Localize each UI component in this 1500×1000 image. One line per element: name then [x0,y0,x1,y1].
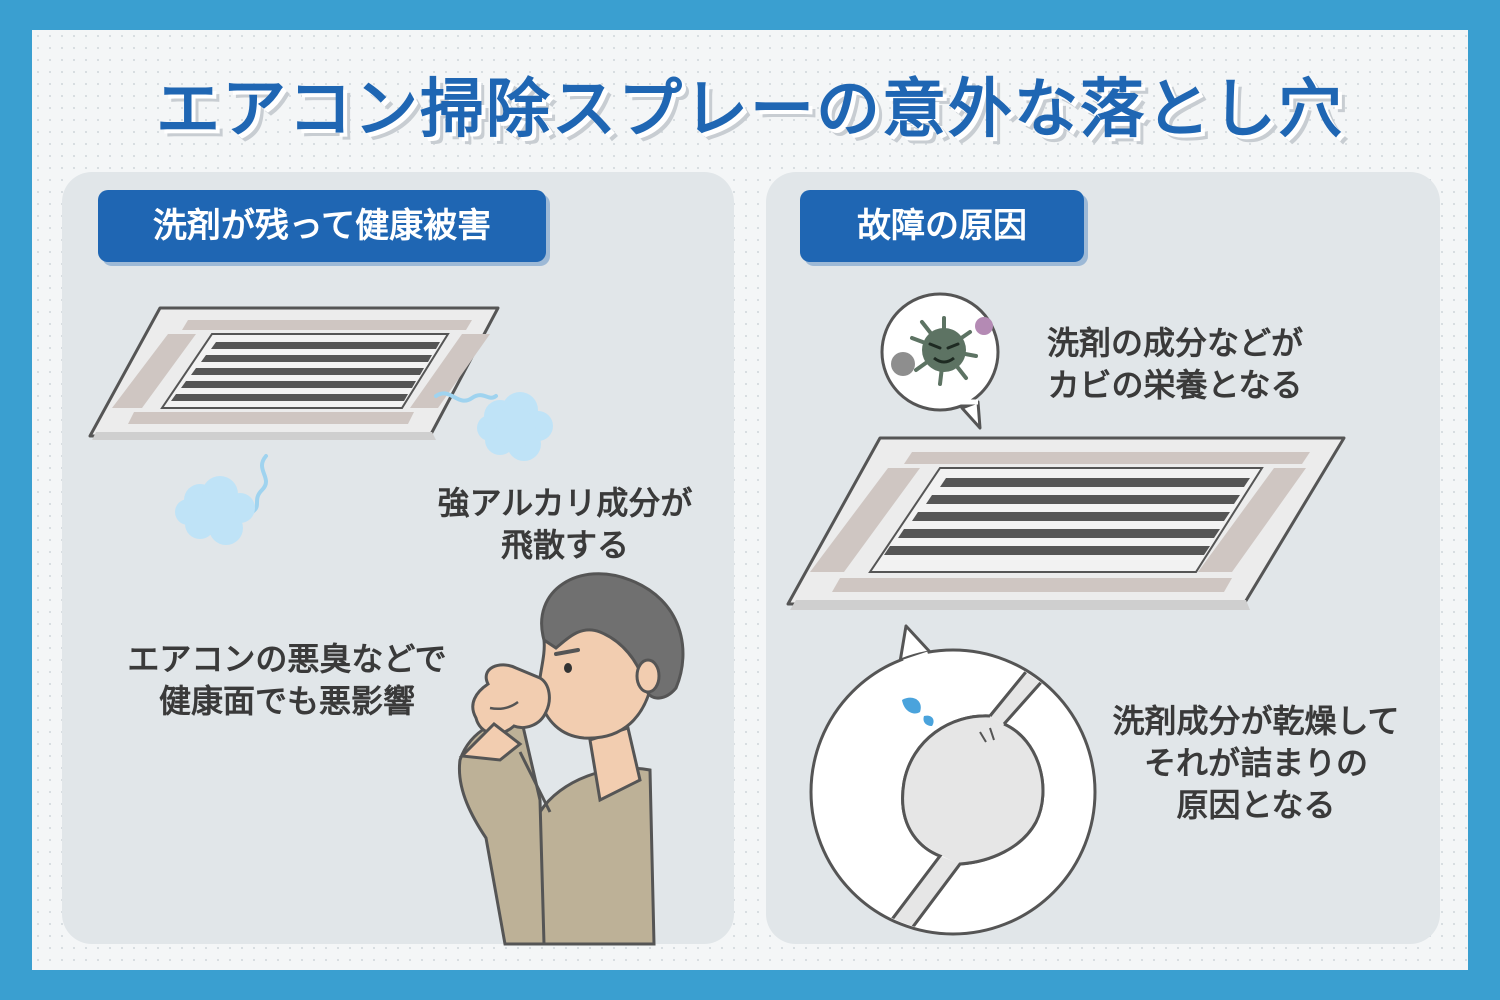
clog-note-line-1: 洗剤成分が乾燥して [1112,702,1400,740]
spray-mist-cloud-1 [434,391,553,461]
health-note-line-1: エアコンの悪臭などで [127,640,447,678]
malfunction-heading: 故障の原因 [800,190,1084,262]
health-note-line-2: 健康面でも悪影響 [158,682,415,720]
alkali-dispersal-note: 強アルカリ成分が 飛散する [400,482,730,566]
speech-bubble-germ [880,292,1000,430]
clog-note-line-3: 原因となる [1176,786,1336,824]
ceiling-ac-unit-right [786,436,1346,610]
mold-note-line-2: カビの栄養となる [1047,366,1303,404]
page-title: エアコン掃除スプレーの意外な落とし穴 [156,73,1344,147]
water-drop-icon [902,697,934,726]
person-covering-nose [457,572,685,946]
ceiling-ac-unit-left [88,306,500,440]
health-risk-heading: 洗剤が残って健康被害 [98,190,546,262]
mold-nutrient-note: 洗剤の成分などが カビの栄養となる [1010,322,1340,406]
spray-mist-cloud-2 [175,454,268,545]
clog-cause-note: 洗剤成分が乾燥して それが詰まりの 原因となる [1086,700,1426,826]
germ-icon [891,316,993,386]
mold-note-line-1: 洗剤の成分などが [1046,324,1303,362]
health-effect-note: エアコンの悪臭などで 健康面でも悪影響 [92,638,482,722]
alkali-note-line-1: 強アルカリ成分が [437,484,693,522]
alkali-note-line-2: 飛散する [500,526,629,564]
pipe-clog-closeup [809,624,1097,936]
clog-note-line-2: それが詰まりの [1143,744,1368,782]
